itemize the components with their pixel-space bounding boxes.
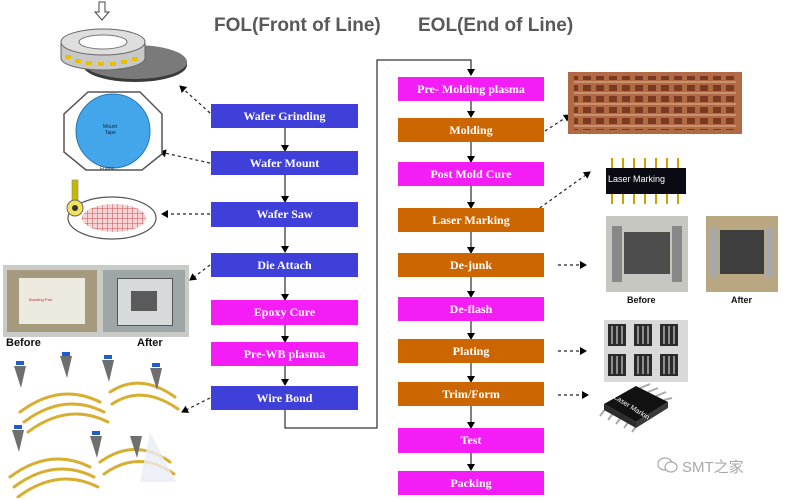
pointer-wire-bond <box>181 397 211 413</box>
eol-step-laser-marking: Laser Marking <box>398 208 544 232</box>
fol-step-wafer-saw: Wafer Saw <box>211 202 358 227</box>
pointer-die-attach <box>189 264 211 281</box>
pointer-laser-marking <box>529 171 591 216</box>
pointer-grinding <box>179 85 211 114</box>
after-label-right: After <box>731 295 753 305</box>
eol-step-post-mold-cure: Post Mold Cure <box>398 162 544 186</box>
svg-text:Frame: Frame <box>100 166 115 172</box>
wechat-icon <box>657 457 678 473</box>
pointer-mount <box>159 149 211 164</box>
fol-step-wire-bond: Wire Bond <box>211 386 358 410</box>
wafer-grinding-illustration <box>60 1 187 82</box>
watermark-text: SMT之家 <box>682 459 744 476</box>
plating-photo <box>604 320 688 382</box>
eol-step-molding: Molding <box>398 118 544 142</box>
laser-marking-chip-text: Laser Marking <box>608 174 666 184</box>
trim-form-chip-illustration <box>599 383 673 433</box>
fol-step-die-attach: Die Attach <box>211 253 358 277</box>
eol-step-packing: Packing <box>398 471 544 495</box>
after-label-left: After <box>137 337 163 349</box>
eol-step-de-junk: De-junk <box>398 253 544 277</box>
svg-text:Tape: Tape <box>105 130 116 136</box>
fol-header: FOL(Front of Line) <box>214 15 381 36</box>
eol-step-de-flash: De-flash <box>398 297 544 321</box>
eol-step-plating: Plating <box>398 339 544 363</box>
eol-step-pre-molding-plasma: Pre- Molding plasma <box>398 77 544 101</box>
fol-step-pre-wb-plasma: Pre-WB plasma <box>211 342 358 366</box>
de-junk-after-photo <box>706 216 778 292</box>
before-label-right: Before <box>627 295 656 305</box>
bonding-pad-text: Bonding Pad <box>29 297 52 302</box>
laser-marking-chip-illustration <box>606 158 686 204</box>
wafer-saw-illustration <box>66 179 157 240</box>
fol-step-wafer-grinding: Wafer Grinding <box>211 104 358 128</box>
fol-step-epoxy-cure: Epoxy Cure <box>211 300 358 325</box>
eol-step-test: Test <box>398 428 544 453</box>
de-junk-before-photo <box>606 216 688 292</box>
eol-header: EOL(End of Line) <box>418 15 574 36</box>
die-attach-photo: Bonding Pad <box>3 265 189 337</box>
pointer-molding <box>544 114 571 132</box>
fol-step-wafer-mount: Wafer Mount <box>211 151 358 175</box>
fol-to-eol-connector <box>284 59 475 429</box>
wire-bond-illustration <box>8 352 180 498</box>
molding-strip-grid <box>574 76 736 130</box>
before-label-left: Before <box>6 337 41 349</box>
eol-step-trim-form: Trim/Form <box>398 382 544 406</box>
svg-text:Mount: Mount <box>103 124 118 130</box>
wafer-mount-illustration: Mount Tape Frame <box>63 91 163 172</box>
